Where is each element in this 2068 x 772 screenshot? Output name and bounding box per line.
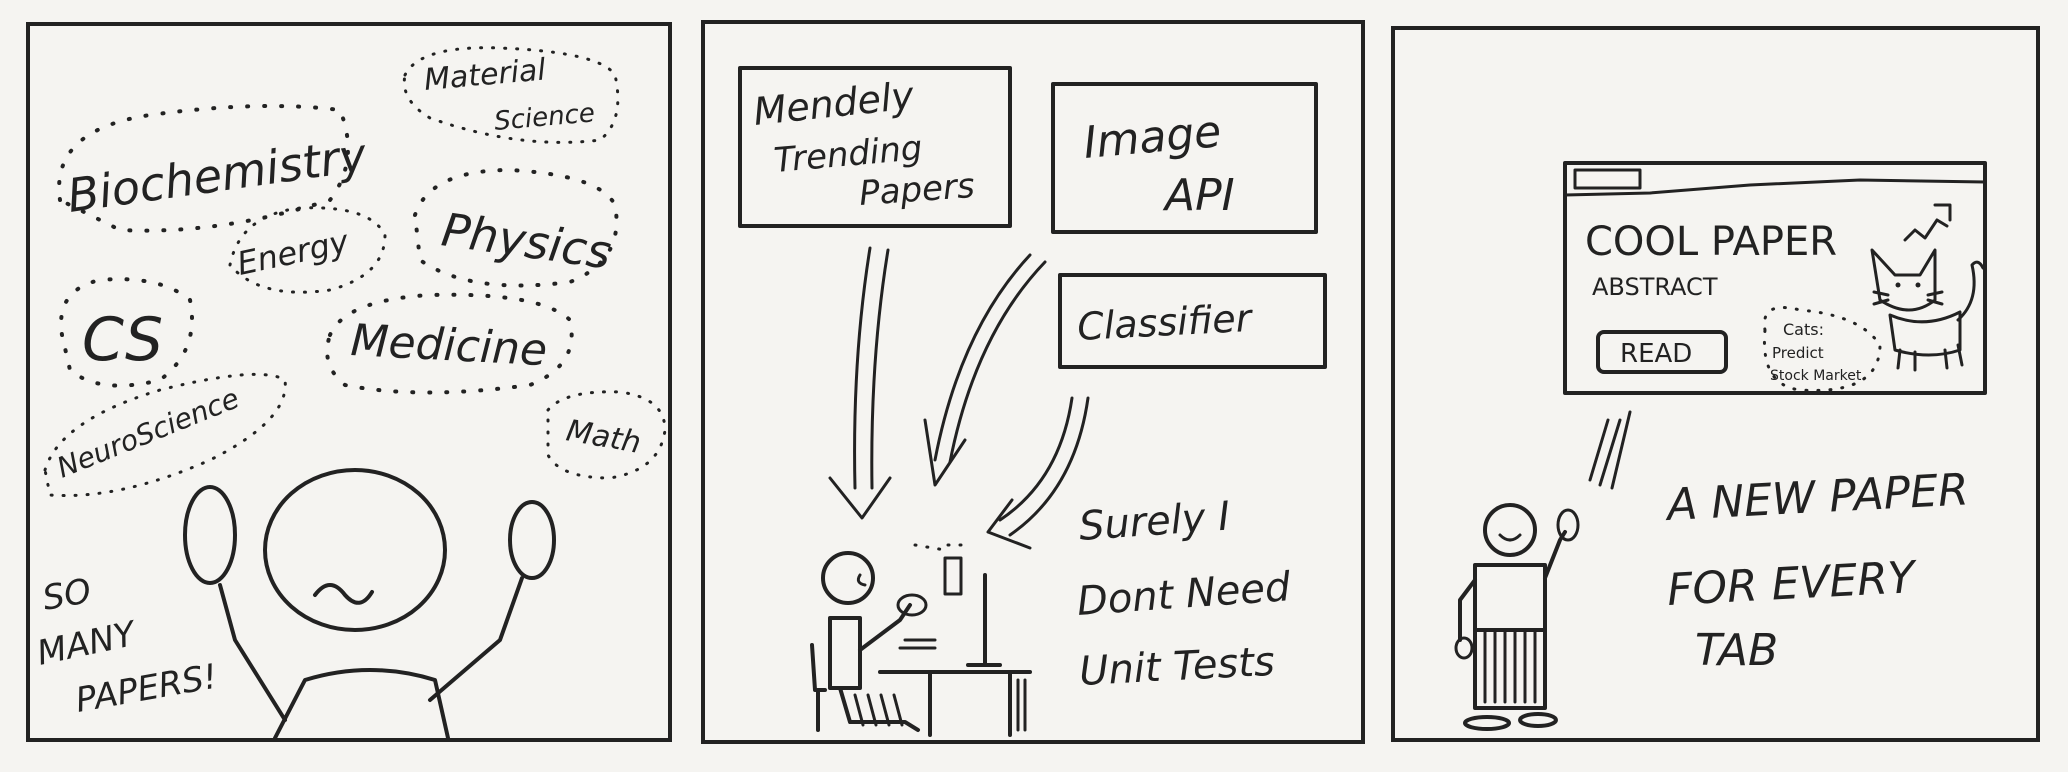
card-note-cloud <box>1762 306 1882 392</box>
card-note-cats: Cats: <box>1783 320 1824 339</box>
cloud-medicine <box>325 292 574 395</box>
caption-tab: TAB <box>1695 625 1778 676</box>
motion-line-2 <box>1598 418 1622 487</box>
card-note-predict: Predict <box>1772 344 1824 362</box>
figure-mouth <box>313 583 374 605</box>
motion-line-1 <box>1588 418 1610 482</box>
box-image-line2: API <box>1162 170 1235 221</box>
desk-keyboard <box>898 638 937 650</box>
paper-card: COOL PAPER ABSTRACT READ Cats: Predict S… <box>1563 161 1987 395</box>
desk-chair <box>810 643 827 732</box>
arrow-from-classifier <box>986 396 1090 550</box>
box-classifier-label: Classifier <box>1076 296 1255 349</box>
caption-surely: Surely I <box>1077 494 1231 550</box>
desk-thought-dots <box>913 543 965 552</box>
figure-small <box>1454 503 1580 731</box>
cloud-math <box>546 390 667 480</box>
card-subtitle: ABSTRACT <box>1592 273 1718 301</box>
figure-body <box>273 668 450 740</box>
field-medicine: Medicine <box>349 315 548 376</box>
motion-line-3 <box>1610 410 1632 490</box>
desk-legs <box>928 670 1012 737</box>
small-figure-head <box>1483 503 1537 557</box>
panel-1-frame <box>26 22 672 742</box>
small-figure-legs <box>1473 628 1547 710</box>
card-read-button[interactable] <box>1596 330 1728 374</box>
paper-card-frame <box>1563 161 1987 395</box>
box-mendeley-line3: Papers <box>858 166 976 214</box>
figure-at-desk <box>810 543 1032 737</box>
panel-3-frame <box>1391 26 2040 742</box>
desk-monitor <box>966 573 1002 667</box>
box-image-line1: Image <box>1082 106 1224 169</box>
panel-2: Mendely Trending Papers Image API Classi… <box>701 20 1365 744</box>
cloud-neuroscience <box>43 372 287 498</box>
figure-excited <box>183 468 556 740</box>
small-figure-left-arm <box>1458 578 1477 642</box>
browser-tab <box>1573 168 1642 190</box>
desk-monitor-screen <box>943 556 963 596</box>
card-note-stock: Stock Market <box>1770 368 1862 384</box>
cat-icon <box>1870 248 1985 372</box>
figure-left-hand <box>183 485 237 585</box>
browser-tabbar-line <box>1563 178 1987 197</box>
panel-3: COOL PAPER ABSTRACT READ Cats: Predict S… <box>1391 26 2040 742</box>
card-trend-icon <box>1903 218 1949 242</box>
figure-head <box>263 468 447 632</box>
panel-2-frame <box>701 20 1365 744</box>
small-figure-left-foot <box>1463 715 1511 731</box>
exclaim-so: SO <box>40 571 95 619</box>
caption-unit-tests: Unit Tests <box>1078 639 1276 695</box>
box-mendeley <box>738 66 1012 228</box>
desk-figure-legs <box>838 686 920 732</box>
desk-figure-arm <box>858 603 912 652</box>
cloud-energy <box>228 206 387 294</box>
field-cs: CS <box>82 305 163 375</box>
figure-right-arm <box>428 576 524 702</box>
desk-figure-body <box>828 616 862 690</box>
cloud-material-science <box>402 46 620 144</box>
figure-right-hand <box>508 500 556 580</box>
panel-1: Biochemistry Material Science Energy Phy… <box>26 22 672 742</box>
box-image-api <box>1051 82 1318 234</box>
box-classifier <box>1058 273 1327 369</box>
arrow-from-mendeley <box>828 246 892 520</box>
card-read-label: READ <box>1620 339 1692 369</box>
small-figure-right-arm <box>1543 530 1567 580</box>
desk-figure-head <box>821 551 875 605</box>
cloud-biochemistry <box>57 104 350 233</box>
card-title: COOL PAPER <box>1585 219 1837 265</box>
cloud-cs <box>59 277 194 388</box>
arrow-from-image-api <box>923 253 1047 487</box>
figure-left-arm <box>218 583 287 722</box>
card-trend-arrow-icon <box>1933 203 1952 222</box>
small-figure-right-foot <box>1518 712 1558 728</box>
